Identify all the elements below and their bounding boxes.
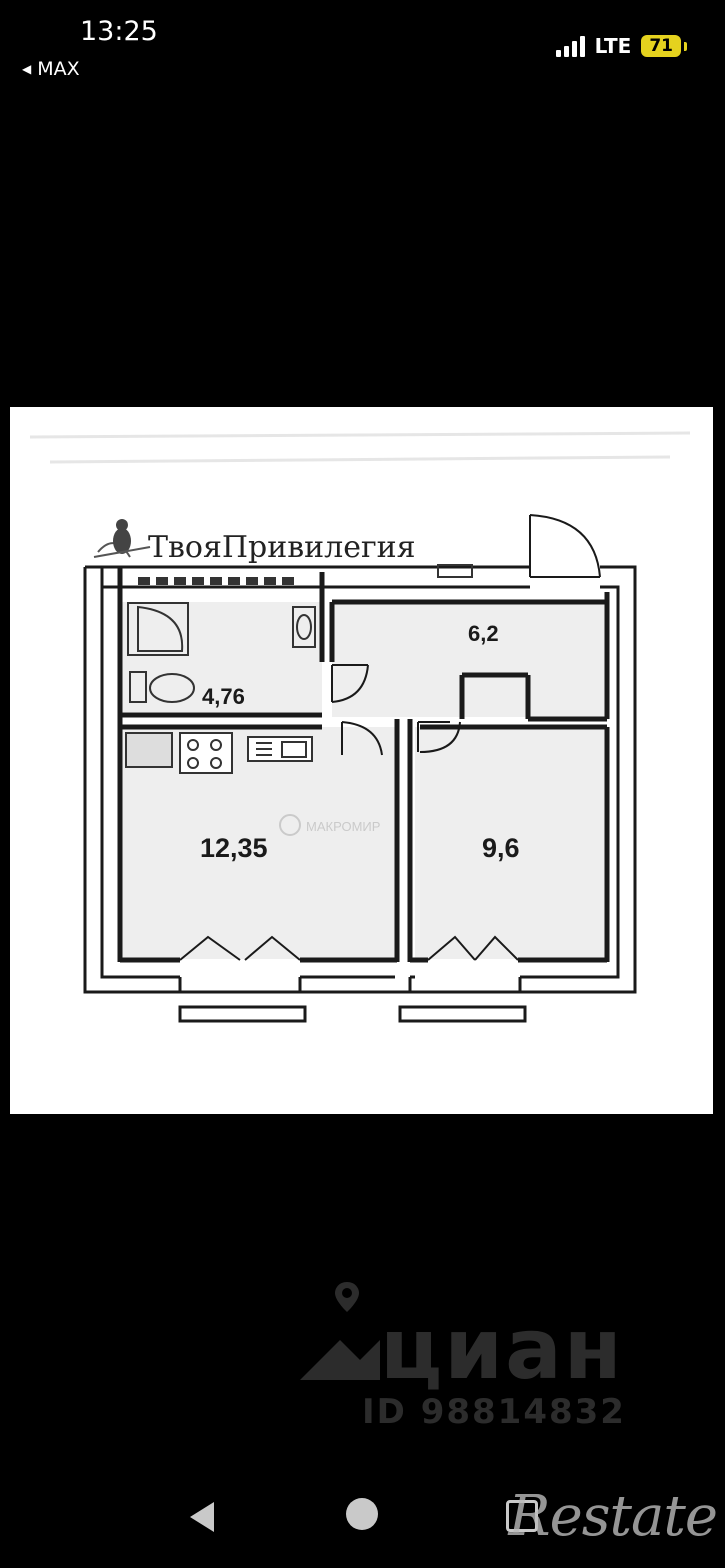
cian-brand-text: циан: [380, 1300, 624, 1398]
location-pin-icon: [335, 1282, 359, 1312]
clock: 13:25: [80, 16, 158, 47]
interior-walls: [117, 567, 610, 963]
bathroom-area-label: 4,76: [202, 684, 245, 709]
exterior-walls: [83, 565, 637, 1023]
ventilation-grille: [138, 577, 294, 585]
restate-corner-logo: Restate: [508, 1484, 718, 1549]
back-app-label: MAX: [37, 58, 80, 80]
signal-icon: [555, 35, 585, 57]
listing-id: ID 98814832: [362, 1392, 626, 1432]
back-to-app-link[interactable]: ◀ MAX: [22, 58, 80, 80]
cian-watermark: циан ID 98814832: [0, 1270, 725, 1440]
floor-plan-drawing: ТвояПривилегия: [29, 431, 691, 1023]
bathroom-fixtures: [127, 602, 316, 703]
bedroom-area-label: 9,6: [482, 833, 520, 863]
network-type: LTE: [594, 34, 632, 58]
system-nav-bar: Restate: [0, 1480, 725, 1568]
back-icon[interactable]: [186, 1500, 216, 1534]
bird-logo-icon: [93, 519, 151, 558]
home-icon[interactable]: [346, 1498, 378, 1530]
kitchen-area-label: 12,35: [200, 833, 268, 863]
status-indicators: LTE 71: [555, 34, 687, 58]
hall-area-label: 6,2: [468, 621, 499, 646]
entrance-door: [529, 514, 601, 578]
battery-icon: 71: [641, 35, 687, 57]
floor-plan-image[interactable]: ТвояПривилегия: [10, 407, 713, 1114]
kitchen-fixtures: [125, 732, 313, 774]
recents-icon[interactable]: [506, 1500, 538, 1532]
svg-text:МАКРОМИР: МАКРОМИР: [306, 819, 380, 834]
interior-doors: [179, 664, 519, 961]
center-watermark: МАКРОМИР: [279, 814, 380, 836]
back-triangle-icon: ◀: [22, 62, 32, 76]
brand-logo-text: ТвояПривилегия: [148, 530, 416, 565]
room-fills: [120, 602, 607, 959]
status-bar: 13:25 ◀ MAX LTE 71: [0, 0, 725, 90]
cian-logo-icon: [300, 1340, 380, 1380]
